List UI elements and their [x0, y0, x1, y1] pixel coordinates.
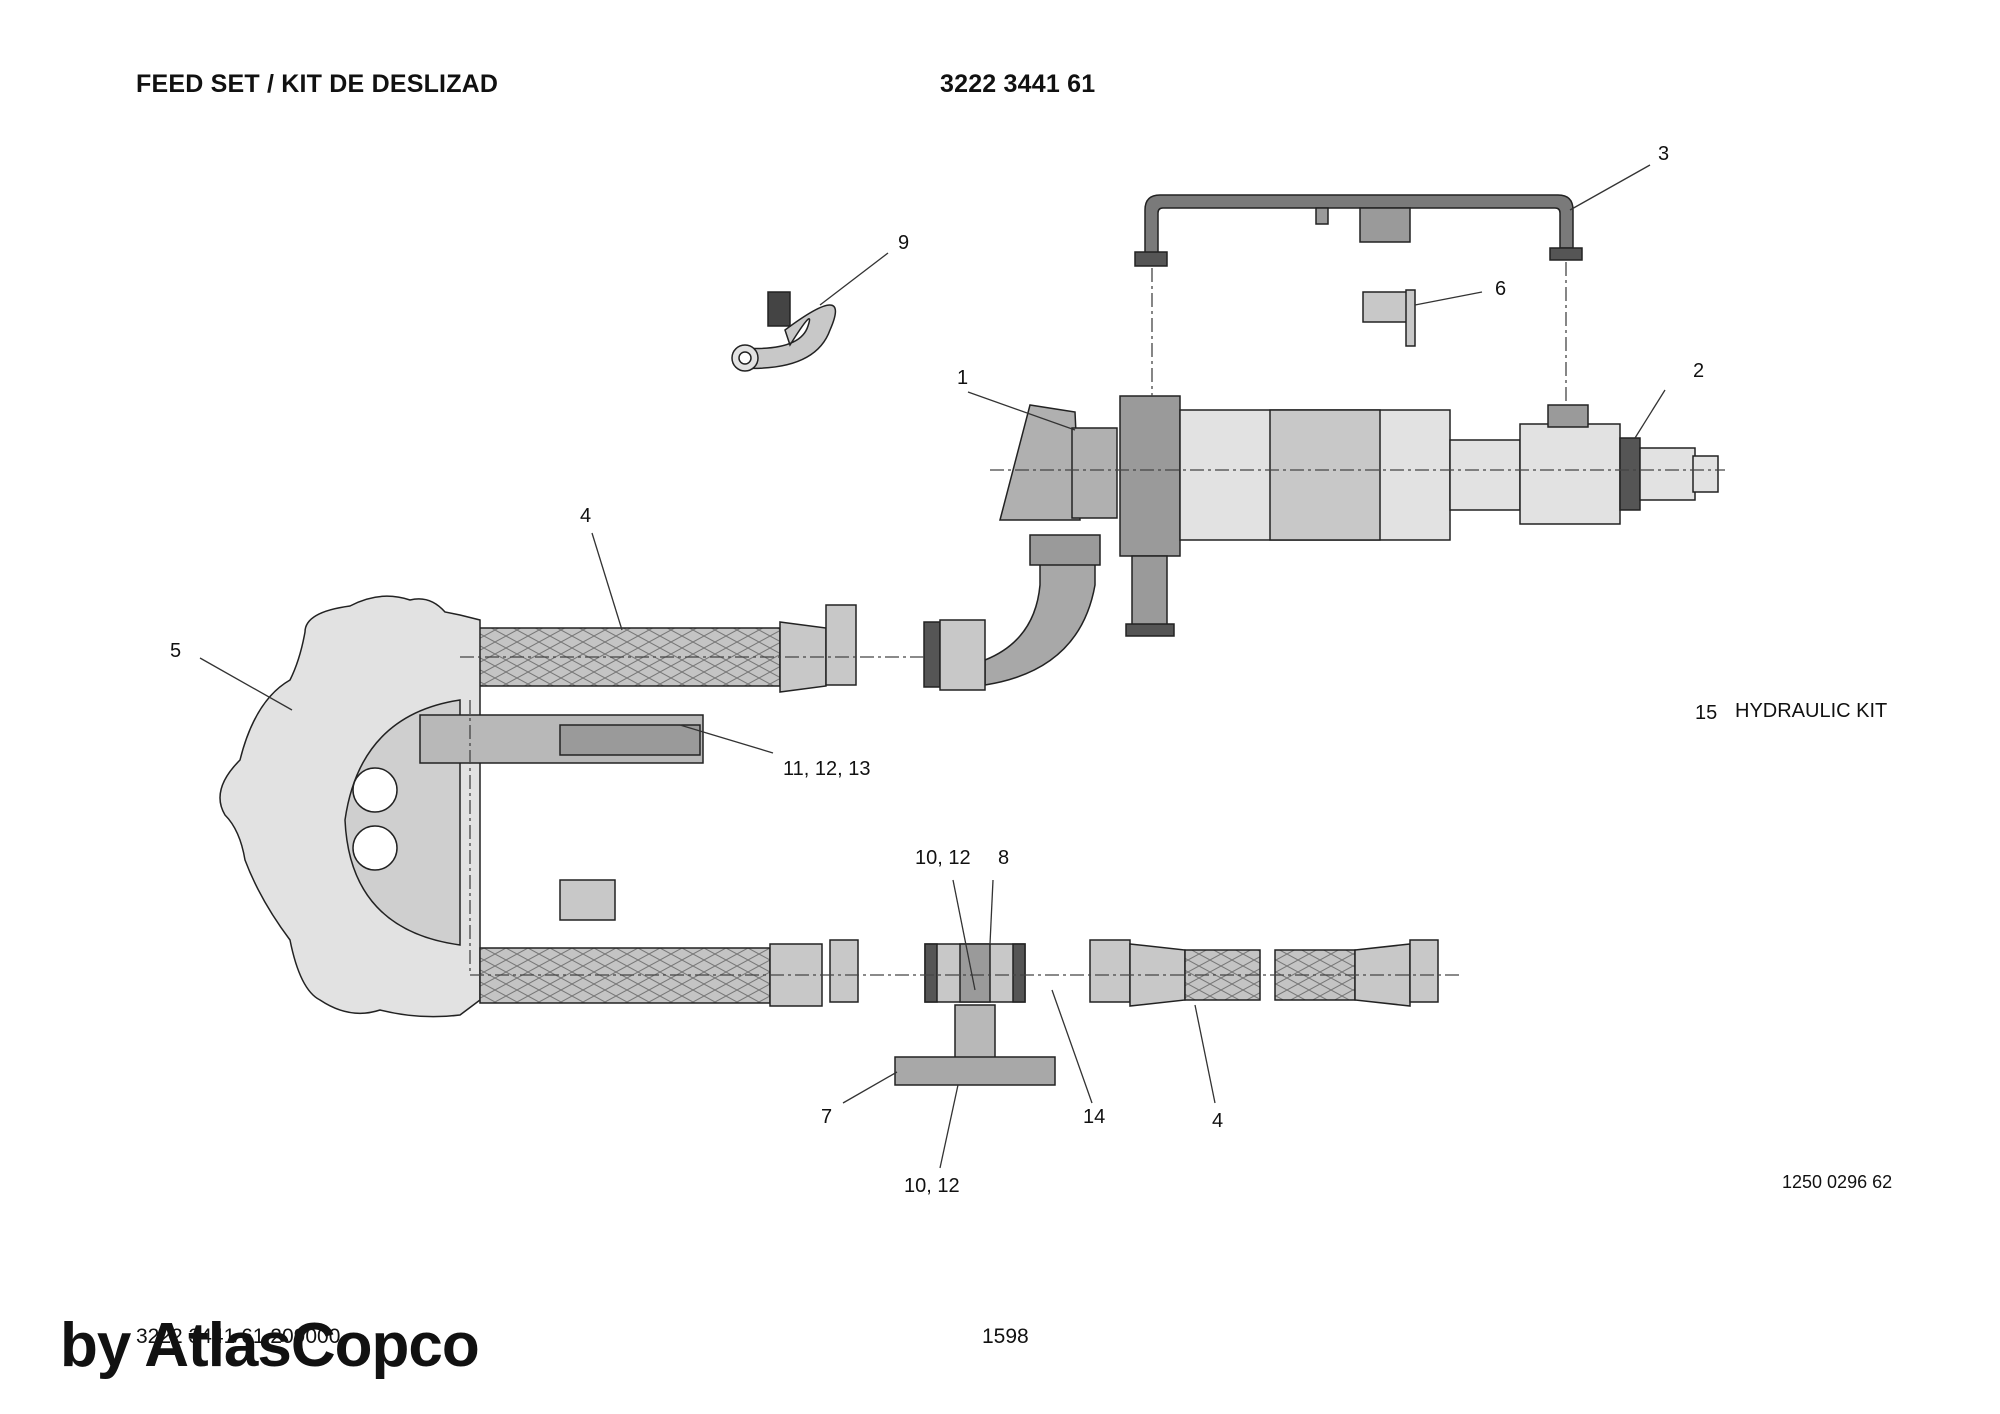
callout-8: 8 — [998, 847, 1010, 869]
callout-3: 3 — [1658, 143, 1670, 165]
document-reference: 3222 3441 61 209000 — [136, 1325, 341, 1348]
callout-4-upper: 4 — [580, 505, 592, 527]
callout-5: 5 — [170, 640, 182, 662]
page-title: FEED SET / KIT DE DESLIZAD — [136, 70, 499, 98]
watermark: by AtlasCopco — [60, 1311, 480, 1380]
elbow-part-9 — [731, 291, 837, 372]
callout-10-12-bottom: 10, 12 — [904, 1175, 960, 1197]
hose-part-4-upper — [459, 604, 986, 693]
coupling-parts-7-8-14 — [894, 943, 1056, 1086]
swivel-plate-part-5 — [219, 595, 481, 1018]
drawing-number: 1250 0296 62 — [1782, 1172, 1893, 1192]
hydraulic-motor-assembly — [984, 395, 1719, 686]
callout-6: 6 — [1495, 278, 1507, 300]
callout-11-12-13: 11, 12, 13 — [783, 758, 871, 780]
callout-9: 9 — [898, 232, 910, 254]
part-number: 3222 3441 61 — [940, 70, 1096, 98]
beam-parts-11-12-13 — [419, 714, 704, 764]
pipe-part-3 — [1134, 194, 1583, 267]
kit-note-number: 15 — [1695, 702, 1718, 724]
oil-cap — [559, 879, 616, 921]
callout-14: 14 — [1083, 1106, 1106, 1128]
callout-1: 1 — [957, 367, 969, 389]
kit-note-label: HYDRAULIC KIT — [1735, 700, 1888, 722]
callout-7: 7 — [821, 1106, 833, 1128]
page-number: 1598 — [982, 1325, 1029, 1348]
callout-2: 2 — [1693, 360, 1705, 382]
callout-4-lower: 4 — [1212, 1110, 1224, 1132]
callout-10-12-top: 10, 12 — [915, 847, 971, 869]
bracket-part-6 — [1362, 289, 1416, 347]
